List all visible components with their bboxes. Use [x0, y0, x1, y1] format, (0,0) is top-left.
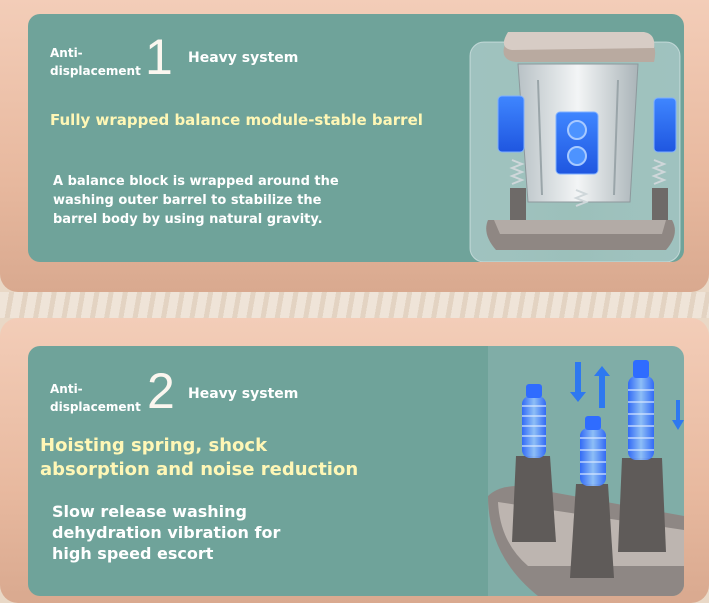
background-texture — [0, 292, 709, 318]
feature-card-2: Anti- displacement 2 Heavy system Hoisti… — [28, 346, 684, 596]
feature-1-label: Anti- displacement — [50, 46, 141, 78]
feature-1-description: A balance block is wrapped around the wa… — [53, 174, 339, 227]
feature-2-system: Heavy system — [188, 386, 299, 402]
spring-shock-absorber-illustration — [488, 346, 684, 596]
balance-module-barrel-illustration — [469, 32, 681, 262]
feature-1-system: Heavy system — [188, 50, 299, 66]
feature-2-heading: Hoisting spring, shock absorption and no… — [40, 435, 359, 480]
feature-2-number: 2 — [147, 363, 175, 419]
feature-2-label: Anti- displacement — [50, 382, 141, 414]
feature-2-description: Slow release washing dehydration vibrati… — [52, 502, 281, 563]
feature-1-heading: Fully wrapped balance module-stable barr… — [50, 111, 423, 129]
feature-card-1: Anti- displacement 1 Heavy system Fully … — [28, 14, 684, 262]
feature-1-number: 1 — [145, 29, 173, 85]
